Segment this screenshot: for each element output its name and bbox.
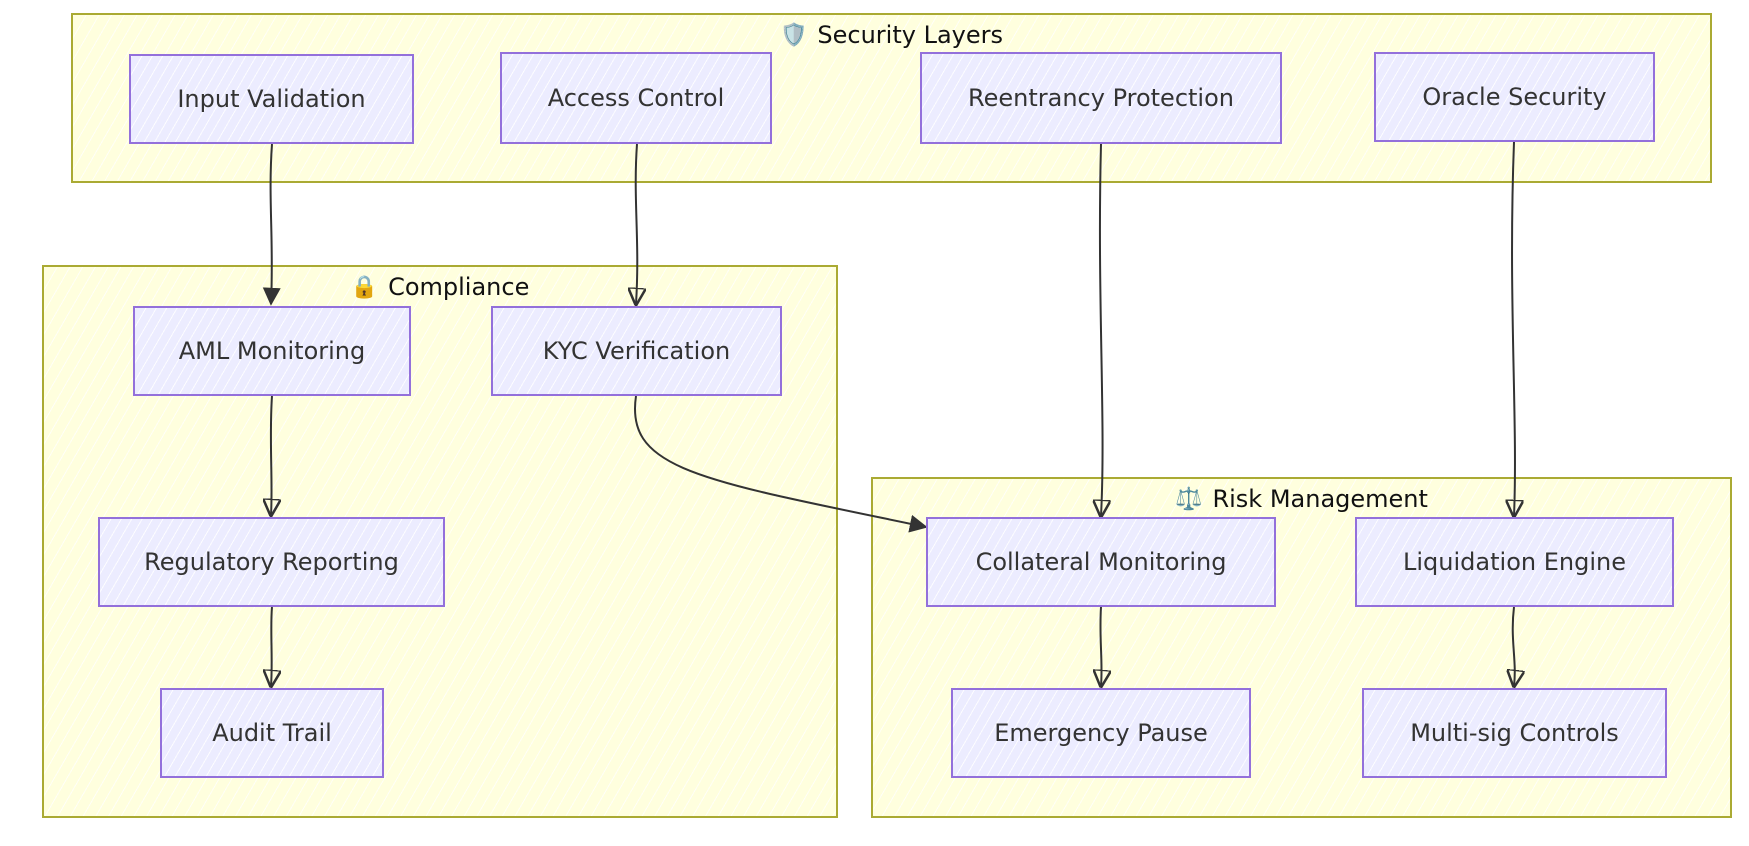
cluster-title-compliance: 🔒 Compliance [44,273,836,301]
node-audit-trail[interactable]: Audit Trail [160,688,384,778]
node-regulatory-reporting[interactable]: Regulatory Reporting [98,517,445,607]
node-liquidation-engine[interactable]: Liquidation Engine [1355,517,1674,607]
edge-oracle-security-to-liquidation-engine [1512,141,1515,516]
node-emergency-pause[interactable]: Emergency Pause [951,688,1251,778]
node-oracle-security[interactable]: Oracle Security [1374,52,1655,142]
node-multisig-controls[interactable]: Multi-sig Controls [1362,688,1667,778]
cluster-title-risk-management: ⚖️ Risk Management [873,485,1730,513]
node-aml-monitoring[interactable]: AML Monitoring [133,306,411,396]
shield-icon: 🛡️ [779,22,808,48]
cluster-label-risk-management: Risk Management [1212,485,1428,513]
lock-icon: 🔒 [350,274,379,300]
scales-icon: ⚖️ [1175,486,1203,512]
edge-reentrancy-to-collateral-monitoring [1100,143,1103,516]
node-input-validation[interactable]: Input Validation [129,54,414,144]
node-access-control[interactable]: Access Control [500,52,772,144]
cluster-title-security-layers: 🛡️ Security Layers [73,21,1710,49]
cluster-label-security-layers: Security Layers [817,21,1003,49]
cluster-label-compliance: Compliance [388,273,530,301]
node-kyc-verification[interactable]: KYC Verification [491,306,782,396]
node-reentrancy-protection[interactable]: Reentrancy Protection [920,52,1282,144]
node-collateral-monitoring[interactable]: Collateral Monitoring [926,517,1276,607]
